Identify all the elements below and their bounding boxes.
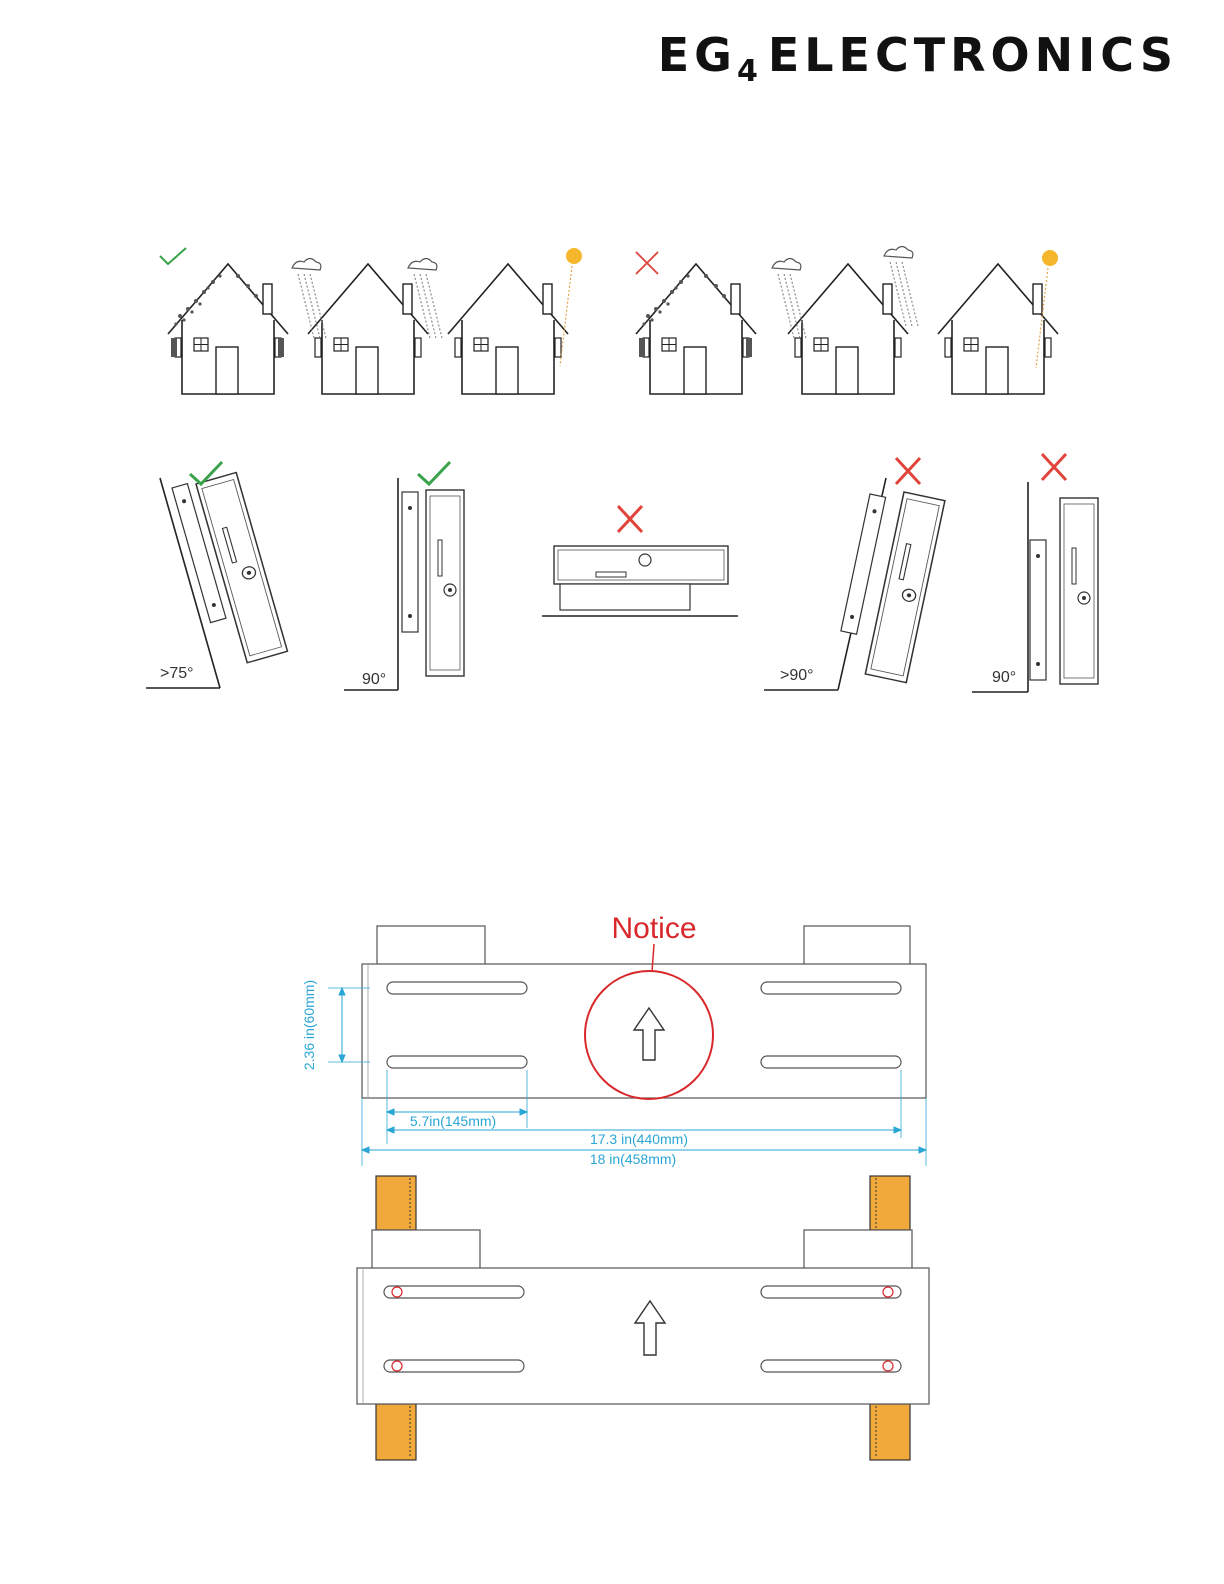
dim-hole-label: 5.7in(145mm) [410, 1113, 496, 1129]
bracket-figure: Notice 2.36 in(60mm) 5.7in(145mm) 17.3 i… [0, 880, 1224, 1560]
house-rain-good [292, 259, 442, 395]
notice-label: Notice [611, 912, 696, 945]
angle-figure: >75° 90° >90° [0, 430, 1224, 730]
dim-inner-label: 17.3 in(440mm) [590, 1131, 688, 1147]
bracket-bottom [357, 1230, 929, 1404]
environment-figure [0, 0, 1224, 420]
house-snow-good [168, 264, 288, 394]
house-sun-good [448, 248, 582, 394]
mount-overhang-bad: >90° [764, 458, 945, 690]
x-mark-icon [618, 506, 642, 532]
x-mark-icon [896, 458, 920, 484]
mount-horizontal-bad [542, 506, 738, 616]
x-mark-icon [1042, 454, 1066, 480]
angle-label-4: 90° [992, 669, 1016, 686]
house-rain-bad [772, 247, 918, 395]
mount-vertical-good: 90° [344, 462, 464, 690]
bad-x-mark-icon [636, 252, 658, 274]
house-sun-bad [938, 250, 1058, 394]
good-checkmark-icon [160, 248, 186, 264]
dim-vertical-label: 2.36 in(60mm) [301, 980, 317, 1070]
dim-outer-label: 18 in(458mm) [590, 1151, 676, 1167]
angle-label-1: >75° [160, 665, 194, 682]
mount-gap-bad: 90° [972, 454, 1098, 692]
bracket-top: Notice [362, 912, 926, 1099]
house-snow-bad [636, 264, 756, 394]
checkmark-icon [418, 462, 450, 484]
mount-tilted-good: >75° [146, 462, 287, 688]
angle-label-2: 90° [362, 671, 386, 688]
angle-label-3: >90° [780, 667, 814, 684]
